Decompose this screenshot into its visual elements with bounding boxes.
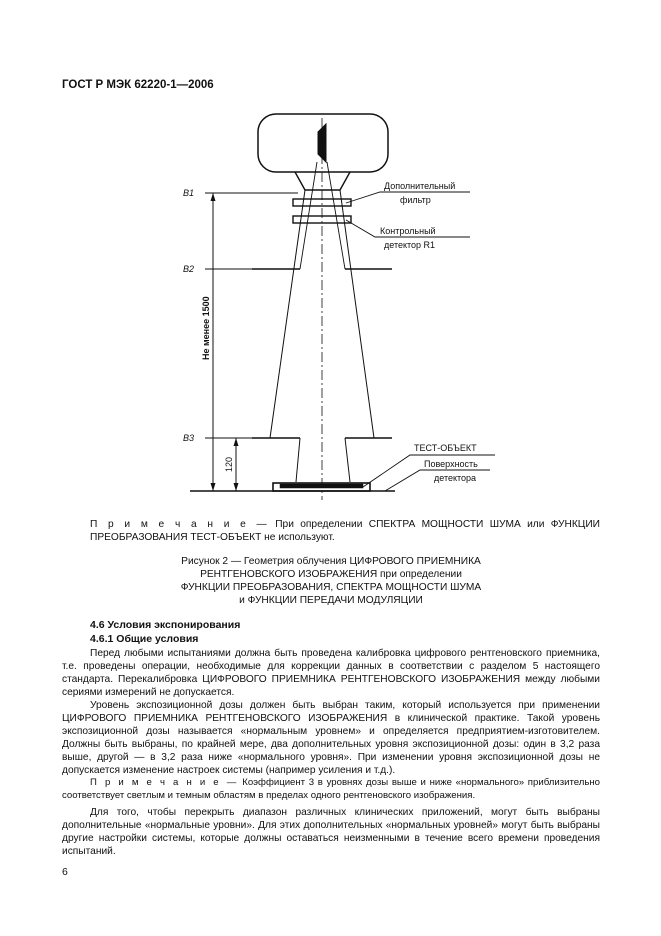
label-detector-1: Контрольный: [380, 226, 436, 236]
label-filter-1: Дополнительный: [384, 181, 455, 191]
section-heading-4-6: 4.6 Условия экспонирования: [90, 619, 241, 631]
label-height: 120: [224, 457, 234, 472]
label-filter-2: фильтр: [400, 195, 431, 205]
beam-inner-right: [326, 161, 346, 270]
caption-line: РЕНТГЕНОВСКОГО ИЗОБРАЖЕНИЯ при определен…: [200, 569, 462, 580]
label-b3: В3: [183, 433, 194, 443]
figure-note-text: При определении СПЕКТРА МОЩНОСТИ ШУМА ил…: [90, 519, 600, 543]
figure-note: П р и м е ч а н и е — При определении СП…: [90, 518, 600, 544]
label-distance: Не менее 1500: [201, 296, 211, 360]
note-label: П р и м е ч а н и е —: [90, 777, 239, 788]
beam-outer-right: [339, 189, 375, 439]
beam-inner-left: [299, 161, 318, 270]
leader-test-object: [362, 454, 495, 488]
document-header: ГОСТ Р МЭК 62220-1—2006: [62, 79, 214, 91]
label-surface-2: детектора: [434, 473, 476, 483]
section-heading-4-6-1: 4.6.1 Общие условия: [90, 633, 199, 645]
caption-line: ФУНКЦИИ ПРЕОБРАЗОВАНИЯ, СПЕКТРА МОЩНОСТИ…: [180, 582, 482, 593]
label-detector-2: детектор R1: [384, 240, 435, 250]
note-text: Коэффициент 3 в уровнях дозы выше и ниже…: [62, 777, 601, 801]
test-object: [279, 483, 364, 489]
leader-surface: [384, 469, 490, 492]
xray-tube: [257, 113, 389, 173]
label-b1: В1: [183, 188, 194, 198]
caption-line: и ФУНКЦИИ ПЕРЕДАЧИ МОДУЛЯЦИИ: [239, 595, 423, 606]
label-surface-1: Поверхность: [424, 459, 478, 469]
collimator: [294, 171, 351, 191]
page-number: 6: [62, 866, 68, 878]
leader-filter: [345, 191, 470, 204]
leader-detector: [345, 219, 470, 238]
beam-low-right: [344, 437, 351, 483]
label-b2: В2: [183, 264, 194, 274]
exposure-geometry-figure: В1 В2 В3 Дополнительный фильтр Контрольн…: [183, 113, 495, 500]
beam-low-left: [295, 437, 301, 483]
paragraph-dose-level: Уровень экспозиционной дозы должен быть …: [62, 700, 600, 776]
figure-note-label: П р и м е ч а н и е —: [90, 519, 269, 530]
paragraph-calibration: Перед любыми испытаниями должна быть про…: [62, 648, 600, 698]
label-test-object: ТЕСТ-ОБЪЕКТ: [414, 443, 477, 453]
figure-caption: Рисунок 2 — Геометрия облучения ЦИФРОВОГ…: [150, 555, 512, 607]
note-dose-coefficient: П р и м е ч а н и е — Коэффициент 3 в ур…: [62, 776, 600, 802]
beam-outer-left: [269, 189, 306, 439]
caption-line: Рисунок 2 — Геометрия облучения ЦИФРОВОГ…: [181, 556, 481, 567]
paragraph-normal-levels: Для того, чтобы перекрыть диапазон разли…: [62, 807, 600, 857]
